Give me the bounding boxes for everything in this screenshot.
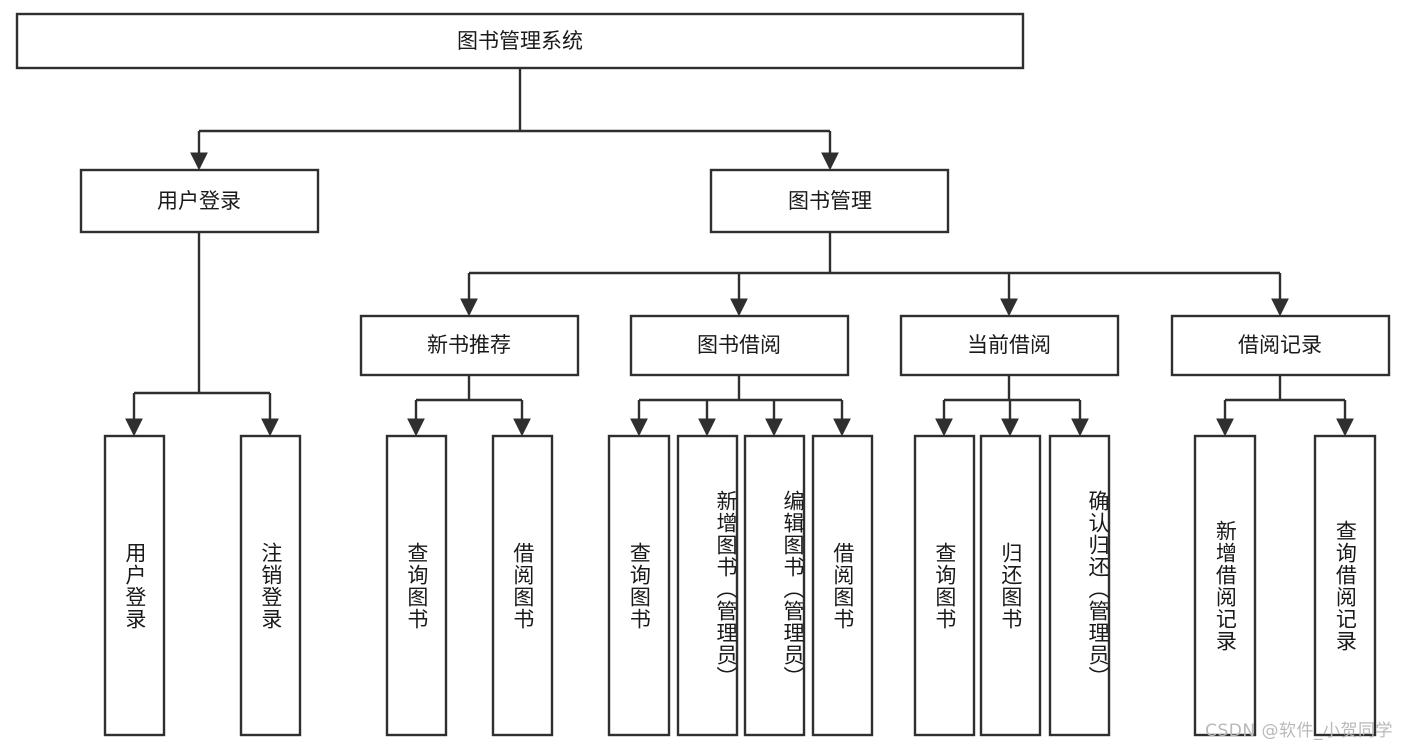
node-leaf-user-login[interactable] <box>103 434 166 737</box>
node-root[interactable] <box>15 12 1025 70</box>
node-leaf-return-book[interactable] <box>979 434 1042 737</box>
node-book-manage[interactable] <box>709 168 950 234</box>
node-user-login-label: 用户登录 <box>157 189 241 213</box>
node-leaf-query-book-2[interactable] <box>607 434 671 737</box>
node-leaf-confirm-return[interactable] <box>1048 434 1111 737</box>
node-leaf-borrow-book-2[interactable] <box>811 434 874 737</box>
node-borrow-record-label: 借阅记录 <box>1238 333 1322 357</box>
node-book-borrow[interactable] <box>629 314 850 377</box>
node-leaf-logout[interactable] <box>239 434 302 737</box>
node-new-book-recommend-label: 新书推荐 <box>427 333 511 357</box>
watermark-text: CSDN @软件_小贺同学 <box>1205 721 1393 741</box>
node-leaf-query-book-3[interactable] <box>913 434 976 737</box>
node-new-book-recommend[interactable] <box>359 314 580 377</box>
node-leaf-query-book-1[interactable] <box>385 434 448 737</box>
node-layer: 图书管理系统 用户登录 图书管理 新书推荐 图书借阅 当前借阅 借阅记录 <box>15 12 1391 737</box>
node-book-manage-label: 图书管理 <box>788 189 872 213</box>
node-user-login[interactable] <box>79 168 320 234</box>
node-current-borrow-label: 当前借阅 <box>967 333 1051 357</box>
node-root-label: 图书管理系统 <box>457 29 583 53</box>
node-leaf-query-record[interactable] <box>1313 434 1377 737</box>
node-book-borrow-label: 图书借阅 <box>697 333 781 357</box>
node-current-borrow[interactable] <box>899 314 1120 377</box>
node-borrow-record[interactable] <box>1170 314 1391 377</box>
node-leaf-add-book[interactable] <box>676 434 739 737</box>
node-leaf-borrow-book-1[interactable] <box>491 434 554 737</box>
connector-layer <box>125 68 1354 437</box>
node-leaf-add-record[interactable] <box>1193 434 1257 737</box>
node-leaf-edit-book[interactable] <box>743 434 806 737</box>
